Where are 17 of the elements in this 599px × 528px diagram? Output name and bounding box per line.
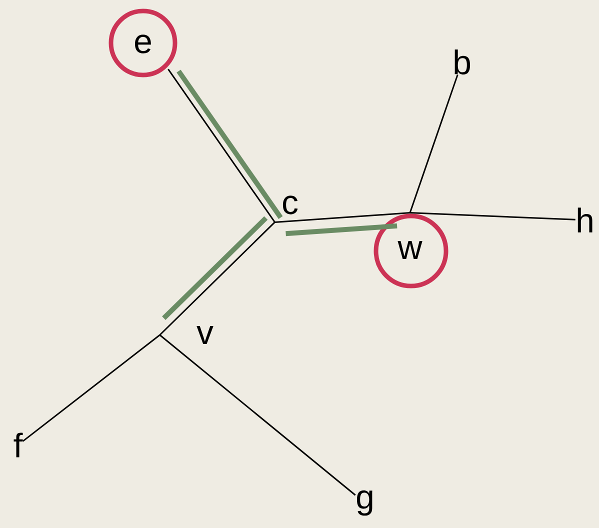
vertex-label: b bbox=[454, 50, 470, 74]
edge-line bbox=[22, 334, 160, 442]
vertex-label: w bbox=[398, 241, 422, 259]
edge-line bbox=[159, 334, 356, 496]
edge-line bbox=[409, 74, 458, 214]
vertex-label: g bbox=[356, 490, 372, 516]
highlight-circle bbox=[374, 214, 448, 288]
highlight-circle bbox=[108, 8, 178, 78]
vertex-label: e bbox=[135, 34, 151, 54]
edge-line bbox=[168, 68, 276, 223]
vertex-label: c bbox=[282, 196, 298, 214]
edge-line bbox=[410, 212, 576, 220]
vertex-label: f bbox=[14, 432, 23, 458]
edge-line bbox=[274, 212, 410, 223]
vertex-label: v bbox=[196, 326, 214, 344]
vertex-label: h bbox=[578, 208, 592, 232]
edge-line bbox=[159, 222, 276, 336]
